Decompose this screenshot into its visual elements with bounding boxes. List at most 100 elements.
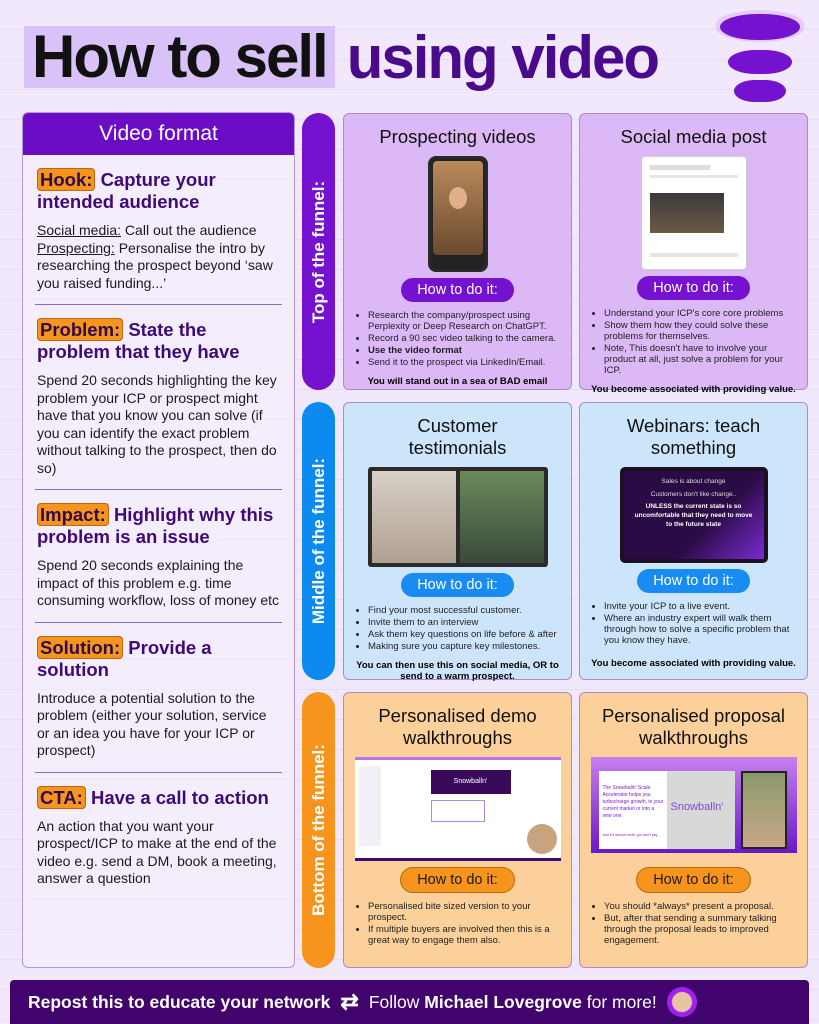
bullet-list: Find your most successful customer. Invi… [368, 605, 561, 652]
card-social-media-post: Social media post How to do it: Understa… [579, 113, 808, 395]
webinar-slide-line: UNLESS the current state is so uncomfort… [634, 503, 753, 528]
problem-tag: Problem: [37, 318, 124, 341]
how-to-do-it-button: How to do it: [636, 867, 751, 893]
card-customer-testimonials: Customer testimonials How to do it: Find… [343, 402, 572, 682]
card-note: You become associated with providing val… [591, 658, 796, 669]
more-text: for more! [586, 991, 657, 1012]
impact-heading: Highlight why this problem is an issue [37, 504, 274, 547]
how-to-do-it-button: How to do it: [400, 867, 515, 893]
bullet: Personalised bite sized version to your … [368, 901, 561, 923]
text-prospecting: Personalise the intro by researching the… [37, 239, 273, 291]
proposal-slide-image: The Snowballn' Scale Accelerator helps y… [590, 757, 797, 853]
bullet: Note, This doesn't have to involve your … [604, 343, 797, 376]
repost-text: Repost this to educate your network [28, 991, 331, 1012]
demo-screen-image: Snowballn' [354, 757, 561, 861]
bullet-list: You should *always* present a proposal. … [604, 901, 797, 946]
bullet: Find your most successful customer. [368, 605, 561, 616]
hook-tag: Hook: [37, 168, 96, 191]
card-note: You will stand out in a sea of BAD email [367, 376, 548, 387]
bottom-funnel-label: Bottom of the funnel: [302, 692, 335, 968]
bullet: You should *always* present a proposal. [604, 901, 797, 912]
proposal-slide-text: The Snowballn' Scale Accelerator helps y… [602, 785, 664, 819]
card-prospecting-videos: Prospecting videos How to do it: Researc… [343, 113, 572, 390]
bullet: Invite your ICP to a live event. [604, 601, 797, 612]
solution-text: Introduce a potential solution to the pr… [37, 689, 267, 759]
card-title: Personalised demo walkthroughs [378, 705, 537, 748]
problem-text: Spend 20 seconds highlighting the key pr… [37, 372, 277, 476]
follow-text: Follow [368, 991, 420, 1012]
bullet: But, after that sending a summary talkin… [604, 913, 797, 946]
card-title: Personalised proposal walkthroughs [601, 705, 786, 748]
card-title: Prospecting videos [379, 126, 536, 147]
card-title: Customer testimonials [408, 415, 507, 458]
hook-heading: Capture your intended audience [37, 169, 216, 212]
card-proposal-walkthroughs: Personalised proposal walkthroughs The S… [579, 692, 808, 968]
avatar [666, 987, 697, 1017]
solution-tag: Solution: [37, 635, 124, 659]
bullet: Understand your ICP's core core problems [604, 308, 797, 319]
section-solution: Solution: Provide a solution Introduce a… [23, 635, 294, 760]
title-part1: How to sell [24, 26, 335, 88]
section-problem: Problem: State the problem that they hav… [23, 318, 294, 477]
title-part2: using video [346, 23, 660, 91]
repost-icon: ⇄ [340, 989, 359, 1014]
divider [35, 489, 282, 490]
proposal-brand: Snowballn' [670, 801, 724, 813]
section-cta: CTA: Have a call to action An action tha… [23, 785, 294, 888]
webinar-slide-line: Customers don't like change.. [650, 491, 737, 498]
bullet: Making sure you capture key milestones. [368, 641, 561, 652]
section-impact: Impact: Highlight why this problem is an… [23, 503, 294, 610]
impact-text: Spend 20 seconds explaining the impact o… [37, 557, 279, 608]
cta-tag: CTA: [37, 785, 86, 809]
middle-funnel-label: Middle of the funnel: [302, 402, 335, 680]
bullet-list: Understand your ICP's core core problems… [604, 308, 797, 376]
how-to-do-it-button: How to do it: [637, 276, 750, 300]
card-title: Social media post [620, 126, 767, 147]
bullet: Record a 90 sec video talking to the cam… [368, 333, 561, 344]
card-demo-walkthroughs: Personalised demo walkthroughs Snowballn… [343, 692, 572, 968]
how-to-do-it-button: How to do it: [401, 278, 514, 302]
testimonial-video-image [367, 467, 548, 567]
author-name[interactable]: Michael Lovegrove [424, 991, 582, 1012]
bullet: Send it to the prospect via LinkedIn/Ema… [368, 357, 561, 368]
divider [35, 304, 282, 305]
divider [35, 621, 282, 623]
bullet: Use the video format [368, 345, 561, 356]
bullet: Ask them key questions on life before & … [368, 629, 561, 640]
bullet: If multiple buyers are involved then thi… [368, 924, 561, 946]
demo-brand: Snowballn' [430, 770, 511, 794]
bullet-list: Research the company/prospect using Perp… [368, 310, 561, 368]
card-note: You become associated with providing val… [591, 384, 796, 395]
video-format-panel: Video format Hook: Capture your intended… [22, 112, 295, 968]
label-prospecting: Prospecting: [37, 239, 115, 256]
cta-text: An action that you want your prospect/IC… [37, 817, 277, 887]
card-note: You can then use this on social media, O… [356, 660, 559, 682]
divider [35, 771, 282, 773]
cta-heading: Have a call to action [90, 786, 269, 808]
bullet: Invite them to an interview [368, 617, 561, 628]
phone-video-image [427, 156, 488, 272]
proposal-slide-note: And if it doesn't work, you don't pay [602, 833, 658, 837]
video-format-header: Video format [23, 113, 294, 155]
card-webinars: Webinars: teach something Sales is about… [579, 402, 808, 680]
impact-tag: Impact: [37, 503, 109, 526]
section-hook: Hook: Capture your intended audience Soc… [23, 168, 294, 292]
problem-heading: State the problem that they have [37, 319, 240, 362]
social-post-image [640, 156, 747, 270]
bullet: Research the company/prospect using Perp… [368, 310, 561, 332]
text-social: Call out the audience [121, 222, 257, 238]
bullet-list: Personalised bite sized version to your … [368, 901, 561, 946]
top-funnel-label: Top of the funnel: [302, 113, 335, 390]
funnel-icon [716, 10, 806, 110]
footer-banner: Repost this to educate your network ⇄ Fo… [10, 980, 809, 1024]
bullet: Where an industry expert will walk them … [604, 613, 797, 646]
bullet-list: Invite your ICP to a live event. Where a… [604, 601, 797, 646]
solution-heading: Provide a solution [37, 636, 212, 680]
label-social: Social media: [37, 222, 122, 238]
page-title: How to sell using video [24, 22, 660, 92]
webinar-slide-line: Sales is about change [661, 478, 726, 485]
how-to-do-it-button: How to do it: [637, 569, 750, 593]
webinar-screen-image: Sales is about change Customers don't li… [619, 467, 768, 563]
how-to-do-it-button: How to do it: [401, 573, 514, 597]
card-title: Webinars: teach something [626, 415, 761, 458]
